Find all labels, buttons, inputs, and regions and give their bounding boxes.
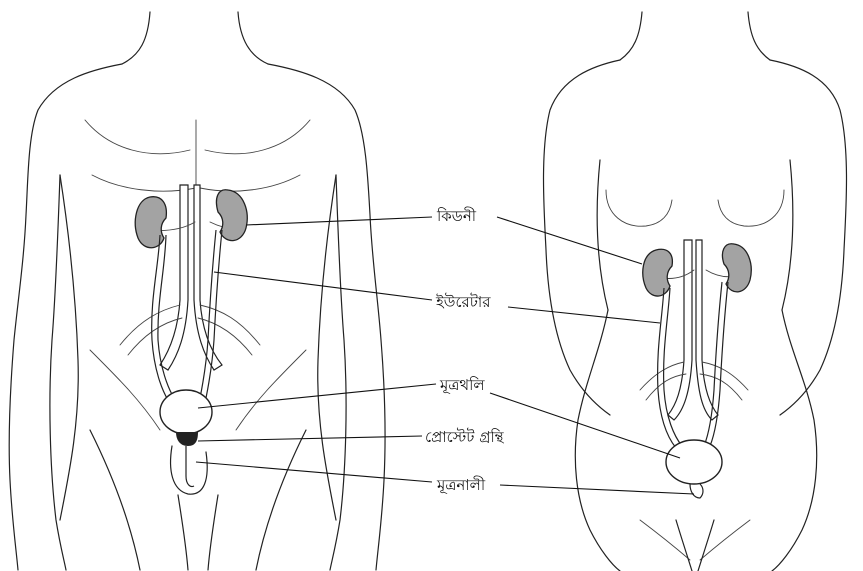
leader-prostate	[198, 436, 422, 441]
label-urethra: মূত্রনালী	[436, 476, 486, 495]
male-figure	[9, 12, 385, 570]
female-bladder	[666, 440, 722, 484]
leader-urethra-female	[500, 485, 694, 494]
leader-kidney-female	[497, 217, 642, 264]
female-urinary-system	[640, 240, 751, 498]
female-body-outline	[544, 12, 847, 571]
label-prostate-gland: প্রোস্টেট গ্রন্থি	[425, 428, 505, 446]
male-left-ureter	[152, 235, 168, 400]
female-right-kidney	[722, 244, 751, 292]
female-urethra	[690, 484, 703, 498]
leader-bladder-male	[198, 384, 436, 408]
male-urethra	[186, 446, 194, 487]
labels: কিডনী ইউরেটার মূত্রথলি প্রোস্টেট গ্রন্থি…	[425, 207, 505, 495]
leader-kidney-male	[246, 217, 432, 225]
label-bladder: মূত্রথলি	[439, 376, 485, 395]
label-kidney: কিডনী	[436, 207, 477, 225]
leader-lines	[196, 217, 694, 494]
male-left-kidney	[135, 197, 166, 248]
leader-urethra-male	[196, 462, 432, 482]
female-figure	[544, 12, 847, 571]
female-left-kidney	[643, 249, 673, 296]
male-prostate-gland	[176, 432, 198, 446]
label-ureter: ইউরেটার	[435, 293, 491, 311]
female-vena-cava	[696, 240, 718, 420]
male-bladder	[160, 390, 212, 434]
leader-ureter-female	[508, 307, 660, 323]
male-urinary-system	[120, 185, 260, 494]
female-right-ureter	[710, 282, 728, 446]
male-right-kidney	[216, 190, 247, 241]
leader-bladder-female	[490, 393, 680, 458]
